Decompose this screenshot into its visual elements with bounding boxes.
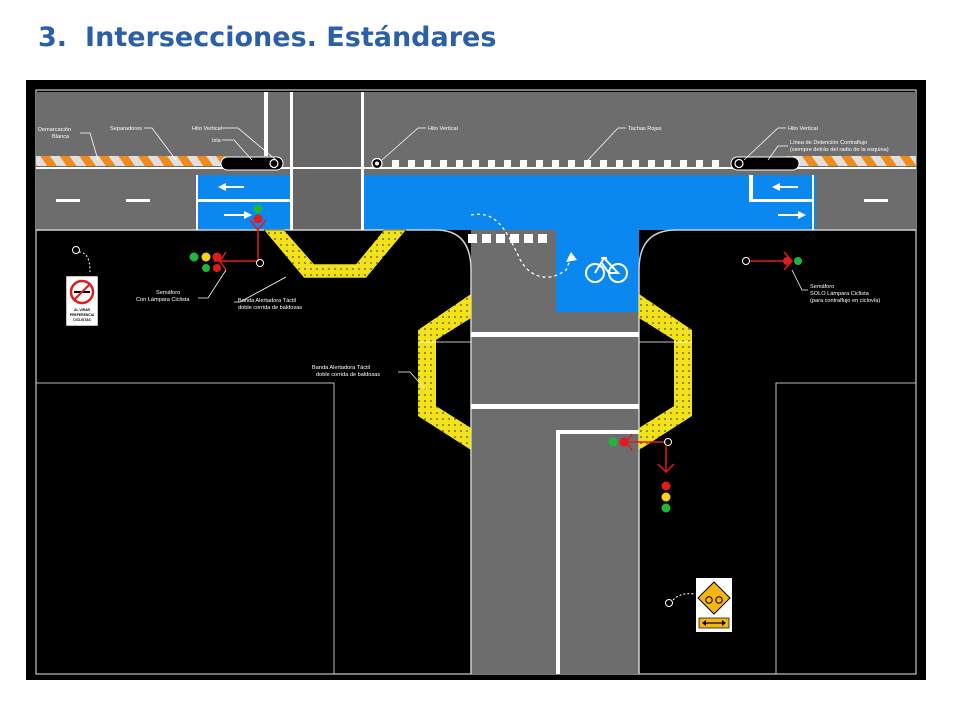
title-text: Intersecciones. Estándares (85, 22, 497, 53)
bike-lane (196, 175, 816, 312)
sign-text-line3: CICLISTAS (73, 318, 91, 322)
warning-sign-icon (665, 578, 732, 632)
traffic-light-icon (742, 251, 802, 271)
label-banda-2-2: doble corrida de baldosas (316, 372, 380, 378)
label-linea-detencion-2: (siempre detrás del radio de la esquina) (790, 147, 889, 153)
traffic-light-icon (189, 204, 267, 272)
crossing-square (468, 234, 477, 243)
label-semaforo-con-2: Con Lámpara Ciclista (136, 297, 190, 303)
red-stud (600, 160, 607, 167)
sign-text-line2: PREFERENCIA (70, 313, 95, 317)
label-semaforo-solo-2: SOLO Lámpara Ciclista (810, 291, 870, 297)
red-stud (440, 160, 447, 167)
red-stud (424, 160, 431, 167)
label-hito-vertical-2: Hito Vertical (428, 126, 458, 132)
red-stud (456, 160, 463, 167)
traffic-light-icon (608, 433, 675, 513)
red-stud (536, 160, 543, 167)
separator-strip-right (786, 156, 916, 166)
label-semaforo-solo-1: Semáforo (810, 284, 834, 290)
label-semaforo-con-1: Semáforo (156, 290, 180, 296)
bicycle-icon (585, 256, 628, 283)
label-semaforo-solo-3: (para contraflujo en ciclovía) (810, 298, 880, 304)
red-stud (712, 160, 719, 167)
label-banda-1-2: doble corrida de baldosas (238, 305, 302, 311)
red-stud (552, 160, 559, 167)
island-right (730, 156, 800, 171)
red-stud (696, 160, 703, 167)
label-linea-detencion-1: Línea de Detención Contraflujo (790, 140, 867, 146)
red-stud (408, 160, 415, 167)
separator-strip-left (36, 156, 226, 166)
red-stud (520, 160, 527, 167)
regulatory-sign-icon: AL VIRAR PREFERENCIA CICLISTAS (65, 246, 99, 327)
red-stud (664, 160, 671, 167)
label-demarcacion-1: Demarcación (38, 127, 71, 133)
tactile-band-left (418, 294, 471, 450)
annotation-leaders (80, 127, 808, 391)
red-stud (584, 160, 591, 167)
label-isla: Isla (212, 138, 222, 144)
red-stud (616, 160, 623, 167)
crossing-square (538, 234, 547, 243)
red-stud (472, 160, 479, 167)
label-tachas-rojas: Tachas Rojas (628, 126, 662, 132)
label-banda-2-1: Banda Alertadora Táctil (312, 365, 370, 371)
red-studs-row (392, 160, 719, 167)
arrow-left-icon (218, 183, 798, 191)
intersection-plan: AL VIRAR PREFERENCIA CICLISTAS Demarcaci… (26, 80, 926, 680)
title-number: 3. (38, 22, 68, 53)
label-banda-1-1: Banda Alertadora Táctil (238, 298, 296, 304)
label-hito-vertical-3: Hito Vertical (788, 126, 818, 132)
red-stud (632, 160, 639, 167)
crossing-square (510, 234, 519, 243)
crossing-square (496, 234, 505, 243)
red-stud (648, 160, 655, 167)
island-left (220, 156, 284, 171)
label-demarcacion-2: Blanca (52, 134, 70, 140)
slide-title: 3. Intersecciones. Estándares (38, 22, 496, 53)
crossing-square (524, 234, 533, 243)
red-stud (680, 160, 687, 167)
bike-crossing-squares (468, 234, 547, 243)
red-stud (392, 160, 399, 167)
label-separadores: Separadores (110, 126, 142, 132)
red-stud (488, 160, 495, 167)
arrow-right-icon (224, 211, 806, 219)
sign-text-line1: AL VIRAR (74, 308, 91, 312)
tactile-band-top (263, 229, 407, 279)
red-stud (568, 160, 575, 167)
label-hito-vertical-1: Hito Vertical (192, 126, 222, 132)
tactile-band-right (639, 294, 692, 450)
red-stud (504, 160, 511, 167)
crossing-square (482, 234, 491, 243)
